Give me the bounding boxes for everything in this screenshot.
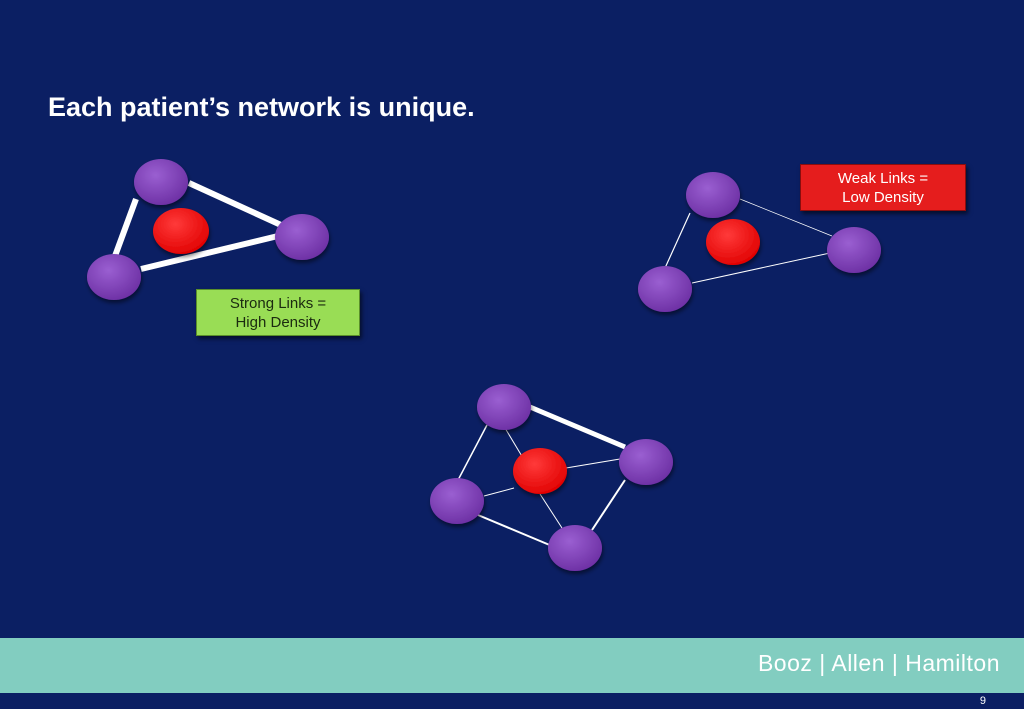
strong-links-callout: Strong Links = High Density bbox=[196, 289, 360, 336]
network-weak-links bbox=[638, 172, 881, 312]
network-node bbox=[619, 439, 673, 485]
link-mixed-7 bbox=[477, 514, 553, 547]
network-diagrams bbox=[87, 159, 881, 571]
link-strong-1 bbox=[187, 180, 283, 228]
patient-node bbox=[706, 219, 760, 265]
link-mixed-5 bbox=[565, 458, 621, 469]
network-node bbox=[275, 214, 329, 260]
slide-title: Each patient’s network is unique. bbox=[48, 92, 475, 122]
link-mixed-4 bbox=[483, 487, 515, 497]
company-logo: Booz | Allen | Hamilton bbox=[757, 650, 1000, 676]
link-weak-2 bbox=[664, 212, 691, 269]
network-node bbox=[477, 384, 531, 430]
network-node bbox=[430, 478, 484, 524]
link-strong-2 bbox=[112, 197, 139, 258]
link-weak-1 bbox=[739, 198, 833, 237]
network-node bbox=[686, 172, 740, 218]
network-node bbox=[638, 266, 692, 312]
network-node bbox=[87, 254, 141, 300]
patient-node bbox=[513, 448, 567, 494]
weak-links-callout: Weak Links = Low Density bbox=[800, 164, 966, 211]
network-node bbox=[134, 159, 188, 205]
weak-links-label: Weak Links = bbox=[837, 170, 929, 187]
high-density-label: High Density bbox=[235, 314, 321, 331]
network-strong-links bbox=[87, 159, 329, 300]
page-number: 9 bbox=[979, 695, 986, 707]
link-mixed-1 bbox=[529, 404, 626, 450]
link-strong-3 bbox=[140, 233, 279, 272]
network-mixed-links bbox=[430, 384, 673, 571]
link-mixed-6 bbox=[539, 493, 563, 529]
patient-node bbox=[153, 208, 209, 254]
network-node bbox=[827, 227, 881, 273]
network-node bbox=[548, 525, 602, 571]
link-mixed-3 bbox=[504, 427, 524, 459]
link-mixed-2 bbox=[456, 424, 488, 483]
link-mixed-8 bbox=[591, 479, 626, 531]
strong-links-label: Strong Links = bbox=[229, 295, 327, 312]
footer-band: Booz | Allen | Hamilton bbox=[0, 638, 1024, 693]
link-weak-3 bbox=[691, 252, 831, 284]
low-density-label: Low Density bbox=[842, 189, 924, 206]
